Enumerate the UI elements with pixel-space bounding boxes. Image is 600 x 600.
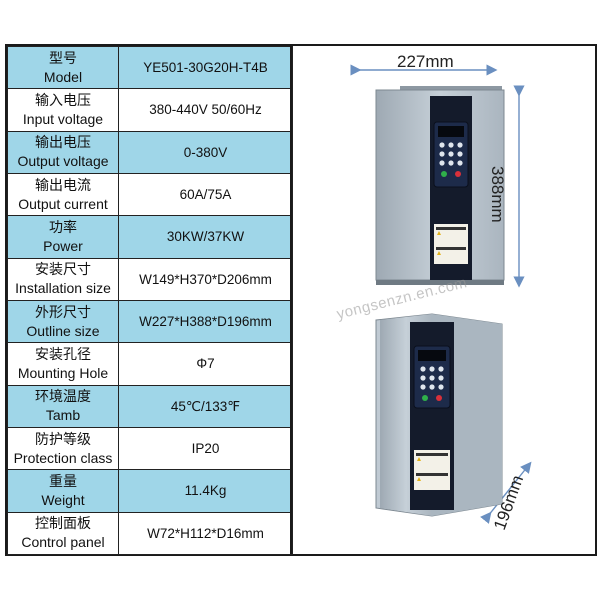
height-label: 388mm	[488, 166, 507, 223]
product-image-panel: 227mm 388mm 196mm	[290, 46, 597, 554]
spec-label-cn: 输出电流	[35, 176, 91, 193]
spec-label: 型号 Model	[7, 45, 119, 90]
spec-row: 功率 Power 30KW/37KW	[7, 215, 293, 259]
spec-label-en: Input voltage	[22, 110, 104, 127]
width-label: 227mm	[397, 52, 454, 71]
spec-label-en: Protection class	[13, 449, 113, 466]
spec-label-en: Outline size	[26, 322, 100, 339]
inverter-illustration	[350, 64, 532, 524]
spec-value: YE501-30G20H-T4B	[118, 45, 293, 90]
spec-label: 输出电流 Output current	[7, 172, 119, 217]
spec-label-cn: 安装孔径	[35, 345, 91, 362]
spec-value: 60A/75A	[118, 172, 293, 217]
spec-row: 输出电压 Output voltage 0-380V	[7, 130, 293, 174]
spec-row: 输入电压 Input voltage 380-440V 50/60Hz	[7, 88, 293, 132]
spec-value: W72*H112*D16mm	[118, 511, 293, 555]
spec-row: 重量 Weight 11.4Kg	[7, 469, 293, 513]
spec-label: 输入电压 Input voltage	[7, 88, 119, 132]
spec-label-en: Tamb	[45, 407, 81, 424]
spec-row: 外形尺寸 Outline size W227*H388*D196mm	[7, 299, 293, 344]
spec-label-cn: 功率	[49, 218, 77, 235]
spec-label-en: Installation size	[15, 280, 111, 297]
spec-value: IP20	[118, 426, 293, 471]
spec-value: 380-440V 50/60Hz	[118, 88, 293, 132]
spec-label-cn: 输出电压	[35, 134, 91, 151]
spec-label-cn: 输入电压	[35, 91, 91, 108]
spec-row: 安装孔径 Mounting Hole Φ7	[7, 342, 293, 386]
spec-label-cn: 控制面板	[35, 515, 91, 532]
spec-value: 11.4Kg	[118, 469, 293, 513]
spec-row: 型号 Model YE501-30G20H-T4B	[7, 45, 293, 90]
spec-value: W149*H370*D206mm	[118, 257, 293, 301]
spec-label-cn: 环境温度	[35, 388, 91, 405]
spec-label-en: Model	[43, 68, 83, 85]
spec-value: 0-380V	[118, 130, 293, 174]
spec-value: Φ7	[118, 342, 293, 386]
spec-value: W227*H388*D196mm	[118, 299, 293, 344]
spec-label-cn: 重量	[49, 472, 77, 489]
inverter-angled-view	[375, 313, 503, 517]
spec-label-en: Output voltage	[17, 153, 109, 170]
spec-row: 控制面板 Control panel W72*H112*D16mm	[7, 511, 293, 555]
spec-label-cn: 外形尺寸	[35, 303, 91, 320]
spec-label: 安装孔径 Mounting Hole	[7, 342, 119, 386]
spec-label-cn: 防护等级	[35, 430, 91, 447]
spec-label-en: Mounting Hole	[17, 364, 109, 381]
inverter-front-view	[375, 86, 505, 285]
spec-label-en: Control panel	[21, 534, 105, 551]
spec-label-en: Output current	[18, 195, 108, 212]
spec-row: 安装尺寸 Installation size W149*H370*D206mm	[7, 257, 293, 301]
spec-label: 环境温度 Tamb	[7, 384, 119, 428]
spec-label-cn: 安装尺寸	[35, 261, 91, 278]
spec-label-cn: 型号	[49, 49, 77, 66]
spec-label-en: Weight	[41, 491, 85, 508]
spec-label: 外形尺寸 Outline size	[7, 299, 119, 344]
spec-label: 安装尺寸 Installation size	[7, 257, 119, 301]
spec-label: 输出电压 Output voltage	[7, 130, 119, 174]
spec-label: 重量 Weight	[7, 469, 119, 513]
spec-label: 防护等级 Protection class	[7, 426, 119, 471]
spec-row: 防护等级 Protection class IP20	[7, 426, 293, 471]
spec-sheet: 型号 Model YE501-30G20H-T4B 输入电压 Input vol…	[5, 44, 597, 556]
spec-value: 45℃/133℉	[118, 384, 293, 428]
spec-row: 输出电流 Output current 60A/75A	[7, 172, 293, 217]
spec-label-en: Power	[43, 237, 83, 254]
spec-row: 环境温度 Tamb 45℃/133℉	[7, 384, 293, 428]
spec-label: 控制面板 Control panel	[7, 511, 119, 555]
spec-label: 功率 Power	[7, 215, 119, 259]
spec-table: 型号 Model YE501-30G20H-T4B 输入电压 Input vol…	[7, 45, 293, 555]
depth-dimension	[480, 461, 532, 524]
spec-value: 30KW/37KW	[118, 215, 293, 259]
